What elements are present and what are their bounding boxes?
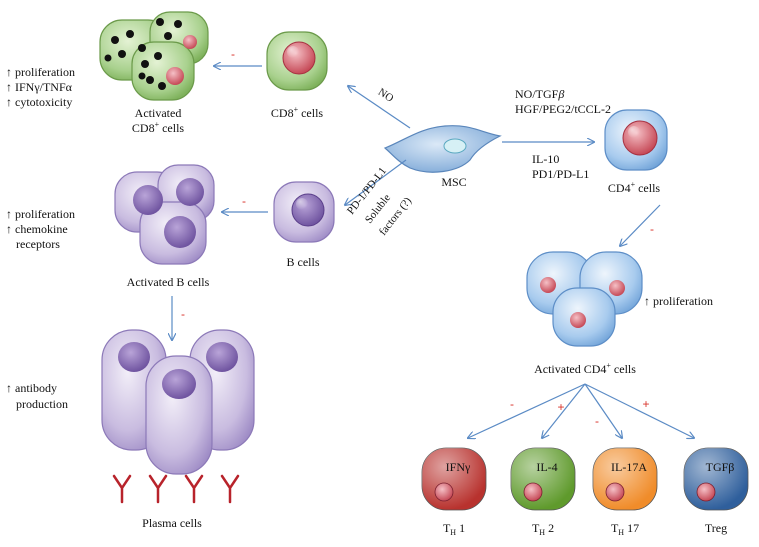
activated-cd4-label: Activated CD4+ cells [534, 361, 636, 376]
b-cell [273, 181, 335, 243]
antibodies [112, 474, 240, 504]
cd4-mediator-bot-1: IL-10 [532, 152, 559, 166]
cd4-cell-label: CD4+ cells [608, 180, 661, 195]
cd8-mediator-no: NO [376, 86, 396, 105]
subset-sign: + [642, 397, 649, 411]
subset-cell-shine [511, 448, 575, 510]
cd4-mediator-top-1: NO/TGFβ [515, 87, 564, 101]
th-subset-1: IFNγ TH 1 [421, 447, 487, 537]
b-effect-3: receptors [16, 237, 60, 251]
subset-name: TH 17 [611, 521, 639, 537]
cd8-effect-3: ↑ cytotoxicity [6, 95, 72, 109]
activated-cd8-cells [99, 11, 209, 101]
b-cell-label: B cells [287, 255, 320, 269]
arrow-msc-to-b [345, 159, 407, 205]
cd4-mediator-top-2: HGF/PEG2/tCCL-2 [515, 102, 611, 116]
arrow-to-treg [584, 383, 694, 438]
subset-sign: - [510, 397, 514, 411]
b-to-plasma-sign: - [181, 307, 185, 321]
activated-cd8-label-line2: CD8+ cells [132, 120, 185, 135]
plasma-effect-1: ↑ antibody [6, 381, 57, 395]
subset-cytokine: IL-4 [536, 460, 557, 474]
b-effect-2: ↑ chemokine [6, 222, 68, 236]
activated-b-label: Activated B cells [127, 275, 210, 289]
cd8-effect-2: ↑ IFNγ/TNFα [6, 80, 73, 94]
subset-cytokine: IFNγ [446, 460, 471, 474]
plasma-effect-2: production [16, 397, 68, 411]
cd8-activation-sign: - [231, 47, 235, 61]
subset-cell-nucleus [696, 482, 716, 502]
subset-sign: - [595, 414, 599, 428]
subset-name: TH 1 [443, 521, 465, 537]
subset-name: TH 2 [532, 521, 554, 537]
arrow-to-th1 [468, 383, 586, 438]
cd8-cell [266, 31, 328, 91]
arrow-to-th2 [542, 383, 586, 438]
msc-cell [383, 125, 502, 173]
subset-cell-shine [593, 448, 657, 510]
b-effect-1: ↑ proliferation [6, 207, 75, 221]
subset-cell-shine [684, 448, 748, 510]
b-activation-sign: - [242, 194, 246, 208]
plasma-label: Plasma cells [142, 516, 202, 530]
arrow-cd4-activation [620, 204, 661, 246]
th-subset-2: IL-4 TH 2 [510, 447, 576, 537]
activated-cd8-label-line1: Activated [135, 106, 182, 120]
cd8-cell-label: CD8+ cells [271, 105, 324, 120]
msc-label: MSC [441, 175, 466, 189]
activated-b-cells [114, 164, 215, 265]
granules [104, 18, 182, 90]
subset-name: Treg [705, 521, 727, 535]
activated-cd4-cells [526, 251, 643, 347]
cd4-activation-sign: - [650, 222, 654, 236]
th-subset-3: IL-17A TH 17 [592, 447, 658, 537]
arrow-msc-to-cd8 [348, 86, 411, 129]
subset-cell-nucleus [523, 482, 543, 502]
subset-cell-nucleus [434, 482, 454, 502]
cd4-cell [604, 109, 668, 171]
subset-cytokine: TGFβ [706, 460, 735, 474]
cd4-effect: ↑ proliferation [644, 294, 713, 308]
subset-cell-shine [422, 448, 486, 510]
subset-cell-nucleus [605, 482, 625, 502]
plasma-cells [101, 329, 255, 475]
arrow-to-th17 [584, 383, 622, 438]
cd4-mediator-bot-2: PD1/PD-L1 [532, 167, 589, 181]
subset-sign: + [557, 400, 564, 414]
cd8-effect-1: ↑ proliferation [6, 65, 75, 79]
subset-cytokine: IL-17A [611, 460, 647, 474]
